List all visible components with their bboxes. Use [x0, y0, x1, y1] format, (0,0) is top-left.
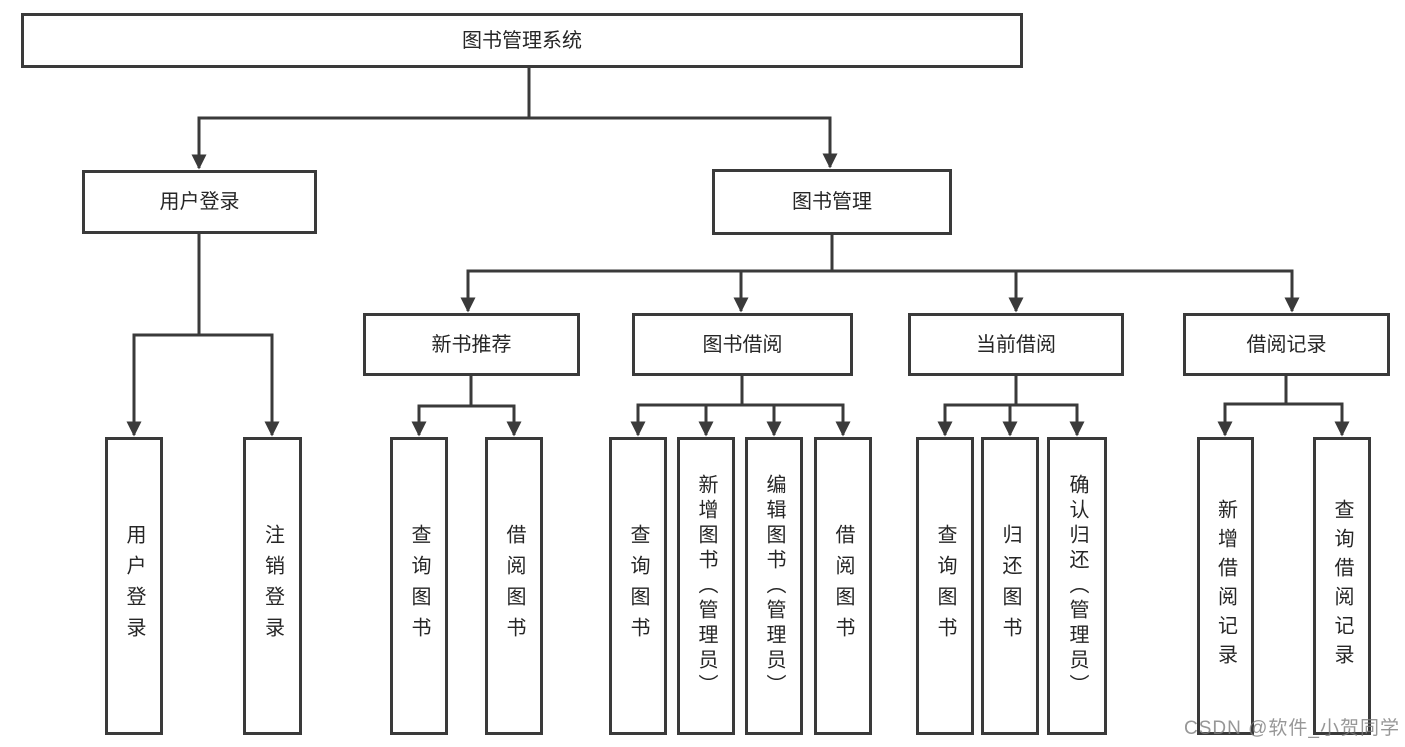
node-label: 查询图书 — [408, 524, 430, 648]
node-label: 借阅图书 — [503, 524, 525, 648]
node-label: 借阅记录 — [1246, 333, 1327, 356]
node-label: 归还图书 — [999, 524, 1021, 648]
node-label: 查询图书 — [934, 524, 956, 648]
node-label: 用户登录 — [123, 524, 145, 648]
node-add-books-admin: 新增图书（管理员） — [677, 437, 735, 735]
node-label: 查询图书 — [627, 524, 649, 648]
node-borrow-books: 借阅图书 — [814, 437, 872, 735]
node-return-books: 归还图书 — [981, 437, 1039, 735]
watermark: CSDN @软件_小贺同学 — [1184, 718, 1400, 739]
node-root: 图书管理系统 — [21, 13, 1023, 68]
node-label: 当前借阅 — [976, 333, 1056, 356]
node-label: 图书管理 — [792, 191, 872, 213]
node-user-login-group: 用户登录 — [82, 170, 317, 234]
node-borrow-books-recommend: 借阅图书 — [485, 437, 543, 735]
node-borrow-records: 借阅记录 — [1183, 313, 1390, 376]
node-query-books-recommend: 查询图书 — [390, 437, 448, 735]
node-label: 新增借阅记录 — [1214, 499, 1237, 673]
node-label: 确认归还（管理员） — [1066, 473, 1088, 699]
node-logout: 注销登录 — [243, 437, 302, 735]
node-user-login: 用户登录 — [105, 437, 163, 735]
node-new-book-recommend: 新书推荐 — [363, 313, 580, 376]
node-label: 图书借阅 — [702, 333, 783, 356]
node-label: 用户登录 — [159, 191, 240, 213]
node-query-borrow-record: 查询借阅记录 — [1313, 437, 1371, 735]
node-label: 编辑图书（管理员） — [763, 473, 785, 699]
node-edit-books-admin: 编辑图书（管理员） — [745, 437, 803, 735]
node-book-borrowing: 图书借阅 — [632, 313, 853, 376]
node-book-management: 图书管理 — [712, 169, 952, 235]
node-label: 新增图书（管理员） — [695, 473, 717, 699]
node-confirm-return-admin: 确认归还（管理员） — [1047, 437, 1107, 735]
node-label: 注销登录 — [261, 524, 284, 648]
node-add-borrow-record: 新增借阅记录 — [1197, 437, 1254, 735]
node-query-books-borrowing: 查询图书 — [609, 437, 667, 735]
node-label: 查询借阅记录 — [1331, 499, 1353, 673]
node-label: 新书推荐 — [431, 333, 512, 356]
node-query-books-current: 查询图书 — [916, 437, 974, 735]
node-label: 图书管理系统 — [462, 29, 582, 52]
connector-line — [132, 68, 1344, 408]
node-label: 借阅图书 — [832, 524, 854, 648]
node-current-borrowing: 当前借阅 — [908, 313, 1124, 376]
